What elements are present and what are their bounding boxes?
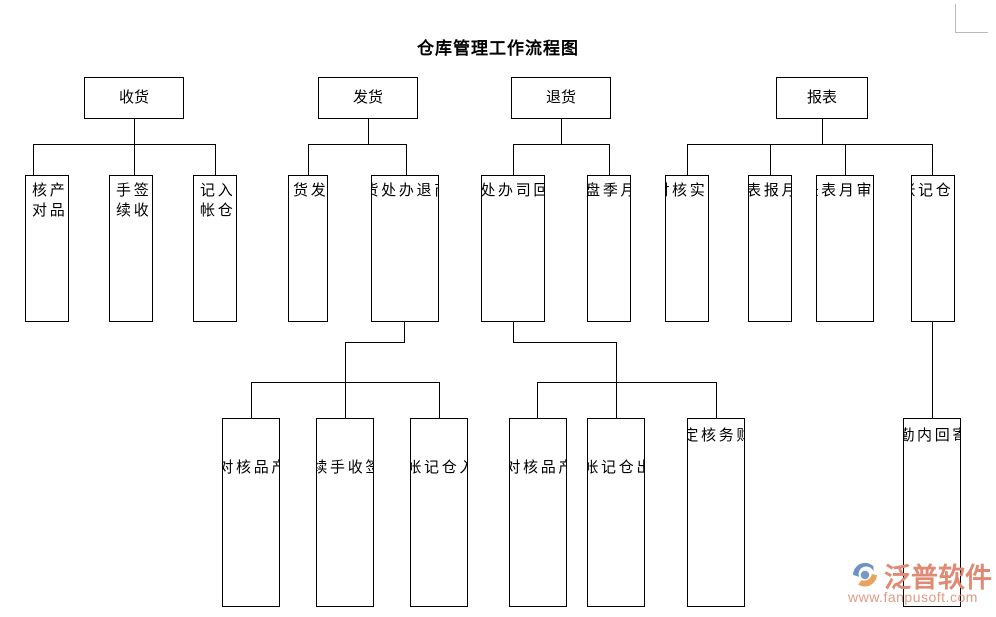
connector-baobiao-drop-3: [845, 144, 846, 175]
node-dingshi-jihui-neiqin[interactable]: 定 时 寄 回 内 勤 处 理: [903, 418, 961, 607]
node-label: 退货: [545, 88, 576, 106]
connector-b2-child-drop-1: [251, 382, 252, 418]
connector-c1-stem: [513, 322, 514, 342]
node-label: 入 仓 记 帐: [410, 459, 468, 475]
connector-c1-child-drop-2: [616, 382, 617, 418]
node-neiqin-caiwu-baoxiao[interactable]: 内 勤 财 务 核 定 报 销: [687, 418, 745, 607]
node-label: 产 品 核 对: [509, 459, 567, 475]
connector-c1-drop: [616, 342, 617, 382]
node-rucang-jizhang-2[interactable]: 入 仓 记 帐: [410, 418, 468, 607]
page-title: 仓库管理工作流程图: [417, 39, 579, 58]
connector-shouhuo-drop-2: [134, 144, 135, 175]
node-label-col-left: 办 处 货 公: [481, 182, 513, 198]
connector-fahuo-bus: [308, 144, 406, 145]
connector-b2-stem: [404, 322, 405, 342]
node-label: 产 品 核 对: [222, 459, 280, 475]
node-label: 帐 实 核 对: [665, 182, 709, 198]
node-label-col-right: 报 主 审: [854, 182, 873, 198]
page-corner-mark: [955, 4, 988, 33]
connector-b2-child-drop-3: [439, 382, 440, 418]
node-zhangshi-hedui[interactable]: 帐 实 核 对: [665, 175, 709, 322]
connector-shouhuo-drop-3: [215, 144, 216, 175]
connector-baobiao-drop-4: [932, 144, 933, 175]
connector-tuihuo-drop-2: [609, 144, 610, 175]
node-qianshou-shouxu-2[interactable]: 签 收 手 续: [316, 418, 374, 607]
node-label: 月 报 表: [748, 182, 792, 198]
node-label: 内 勤 财 务 核 定 报 销: [687, 427, 745, 443]
connector-baobiao-drop-2: [770, 144, 771, 175]
connector-shouhuo-bus: [33, 144, 215, 145]
connector-baobiao-drop-1: [687, 144, 688, 175]
node-chanpin-hedui-2[interactable]: 产 品 核 对: [222, 418, 280, 607]
connector-root-baobiao-stem: [822, 119, 823, 144]
node-yuebaobiao-zhuren-shenhe[interactable]: 报 主 审 月 表 任 核: [816, 175, 874, 322]
node-root-tuihuo[interactable]: 退货: [511, 77, 611, 119]
node-tuihui-gongsi[interactable]: 事 退 回 司 办 处 货 公: [481, 175, 545, 322]
connector-b2-drop: [345, 342, 346, 382]
node-chucang-jizhang-l2[interactable]: 出 仓 记 帐: [911, 175, 955, 322]
node-label-col-left: 月 表 任 核: [816, 182, 854, 198]
node-label: 发货: [352, 88, 383, 106]
connector-baobiao-bus: [687, 144, 932, 145]
node-root-fahuo[interactable]: 发货: [318, 77, 418, 119]
connector-root-tuihuo-stem: [561, 119, 562, 144]
node-label-col-right: 事 退 回 司: [513, 182, 545, 198]
node-label: 出 仓 记 帐: [587, 459, 645, 475]
node-zhouyueji-pandian[interactable]: 周 月 季 盘 点: [587, 175, 631, 322]
node-rucang-jizhang-1[interactable]: 入仓 记帐: [193, 175, 237, 322]
node-qianshou-shouxu-1[interactable]: 签收 手续: [109, 175, 153, 322]
connector-c1-child-drop-3: [716, 382, 717, 418]
connector-root-shouhuo-stem: [134, 119, 135, 144]
node-label: 签 收 手 续: [316, 459, 374, 475]
connector-c1-child-drop-1: [537, 382, 538, 418]
connector-d4-stem: [932, 322, 933, 418]
connector-shouhuo-drop-1: [33, 144, 34, 175]
node-yue-baobiao[interactable]: 月 报 表: [748, 175, 792, 322]
connector-b2-child-drop-2: [345, 382, 346, 418]
node-label: 周 月 季 盘 点: [587, 182, 631, 198]
node-label: 报表: [806, 88, 837, 106]
node-label: 入仓 记帐: [198, 182, 233, 222]
node-label: 出 仓 记 帐: [911, 182, 955, 198]
node-chanpin-hedui-3[interactable]: 产 品 核 对: [509, 418, 567, 607]
node-chanpin-hedui-1[interactable]: 产品 核对: [25, 175, 69, 322]
connector-tuihuo-drop-1: [513, 144, 514, 175]
connector-c1-bus: [537, 382, 716, 383]
node-label: 签收 手续: [114, 182, 149, 222]
node-label: 发 货: [291, 182, 326, 202]
connector-root-fahuo-stem: [368, 119, 369, 144]
fanpu-swoosh-logo-icon: [853, 562, 877, 587]
node-label: 定 时 寄 回 内 勤 处 理: [903, 427, 961, 443]
node-label: 收货: [118, 88, 149, 106]
node-label-col-left: 办 处 货 家 货: [371, 182, 414, 198]
connector-fahuo-drop-2: [406, 144, 407, 175]
connector-b2-jog: [345, 342, 405, 343]
node-root-shouhuo[interactable]: 收货: [84, 77, 184, 119]
node-label-col-right: 事 接 商 退: [414, 182, 439, 198]
connector-c1-jog: [513, 342, 616, 343]
connector-tuihuo-bus: [513, 144, 609, 145]
connector-fahuo-drop-1: [308, 144, 309, 175]
node-jieshangjia-tuihuo[interactable]: 事 接 商 退 办 处 货 家 货: [371, 175, 439, 322]
node-fahuo-child[interactable]: 发 货: [288, 175, 328, 322]
node-label: 产品 核对: [30, 182, 65, 222]
node-root-baobiao[interactable]: 报表: [776, 77, 868, 119]
node-chucang-jizhang-l3[interactable]: 出 仓 记 帐: [587, 418, 645, 607]
